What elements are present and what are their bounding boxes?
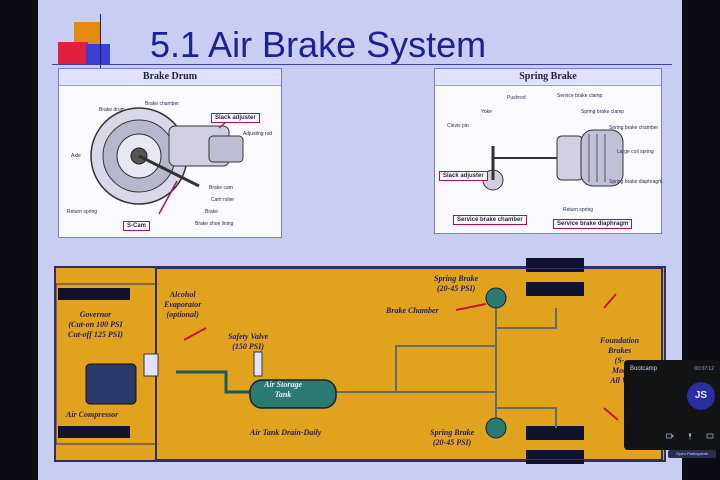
air-tank-drain-label: Air Tank Drain-Daily — [250, 428, 321, 438]
label-cam-roller: Cam roller — [211, 197, 234, 203]
air-storage-tank-label: Air Storage Tank — [264, 380, 302, 400]
presentation-slide: 5.1 Air Brake System Brake Drum Brake dr… — [38, 0, 682, 480]
label-yoke: Yoke — [481, 109, 492, 115]
label-spring-brake-diaphragm: Spring brake diaphragm — [609, 179, 662, 185]
label-s-cam: S-Cam — [123, 221, 150, 231]
logo-square-blue — [86, 44, 110, 64]
spring-brake-top-psi: (20-45 PSI) — [434, 284, 478, 294]
spring-brake-bottom-title: Spring Brake — [430, 428, 474, 438]
camera-icon[interactable] — [666, 432, 674, 440]
label-brake-cam: Brake cam — [209, 185, 233, 191]
spring-brake-panel: Spring Brake Pushrod Service brake clamp… — [434, 68, 662, 234]
label-pushrod: Pushrod — [507, 95, 526, 101]
video-tile-time: 00:07:12 — [695, 366, 714, 372]
label-return-spring-2: Return spring — [563, 207, 593, 213]
label-slack-adjuster: Slack adjuster — [211, 113, 260, 123]
spring-brake-top-label: Spring Brake (20-45 PSI) — [434, 274, 478, 294]
safety-valve-title: Safety Valve — [228, 332, 268, 342]
label-brake-drum: Brake drum — [99, 107, 125, 113]
brake-chamber-label: Brake Chamber — [386, 306, 439, 316]
label-adjusting-rod: Adjusting rod — [243, 131, 272, 137]
label-spring-brake-clamp: Spring brake clamp — [581, 109, 624, 115]
label-brake: Brake — [205, 209, 218, 215]
alcohol-line-3: (optional) — [164, 310, 201, 320]
label-spring-brake-chamber: Spring brake chamber — [609, 125, 658, 131]
tooltip: Open Participants — [668, 450, 716, 458]
governor-title: Governor — [68, 310, 123, 320]
alcohol-line-1: Alcohol — [164, 290, 201, 300]
safety-valve-psi: (150 PSI) — [228, 342, 268, 352]
logo-line-vertical — [100, 14, 101, 70]
more-options-icon[interactable] — [706, 432, 714, 440]
foundation-line-2: Brakes — [600, 346, 639, 356]
title-rule — [52, 64, 672, 65]
slide-title: 5.1 Air Brake System — [150, 24, 486, 66]
air-compressor-label: Air Compressor — [66, 410, 118, 420]
label-service-brake-diaphragm: Service brake diaphragm — [553, 219, 632, 229]
spring-brake-illustration — [435, 86, 661, 232]
governor-label: Governor (Cut-on 100 PSI Cut-off 125 PSI… — [68, 310, 123, 340]
logo-square-red — [58, 42, 88, 64]
foundation-line-1: Foundation — [600, 336, 639, 346]
label-slack-adjuster-2: Slack adjuster — [439, 171, 488, 181]
microphone-icon[interactable] — [686, 432, 694, 440]
avatar: JS — [687, 382, 715, 410]
label-brake-chamber: Brake chamber — [145, 101, 179, 107]
air-brake-system-diagram: Governor (Cut-on 100 PSI Cut-off 125 PSI… — [54, 266, 666, 462]
label-clevis-pin: Clevis pin — [447, 123, 469, 129]
air-storage-tank-line-1: Air Storage — [264, 380, 302, 390]
label-large-coil-spring: Large coil spring — [617, 149, 654, 155]
air-lines — [56, 268, 664, 460]
label-service-brake-clamp: Service brake clamp — [557, 93, 602, 99]
spring-brake-bottom-label: Spring Brake (20-45 PSI) — [430, 428, 474, 448]
spring-brake-bottom-psi: (20-45 PSI) — [430, 438, 474, 448]
alcohol-line-2: Evaporator — [164, 300, 201, 310]
spring-brake-top-title: Spring Brake — [434, 274, 478, 284]
label-service-brake-chamber: Service brake chamber — [453, 215, 527, 225]
air-storage-tank-line-2: Tank — [264, 390, 302, 400]
governor-cut-off: Cut-off 125 PSI) — [68, 330, 123, 340]
spring-brake-title: Spring Brake — [435, 69, 661, 86]
label-axle: Axle — [71, 153, 81, 159]
label-brake-shoe-lining: Brake shoe lining — [195, 221, 233, 227]
video-tile-name: Bootcamp — [630, 366, 657, 372]
safety-valve-label: Safety Valve (150 PSI) — [228, 332, 268, 352]
video-tile[interactable]: Bootcamp 00:07:12 JS — [624, 360, 720, 450]
governor-cut-on: (Cut-on 100 PSI — [68, 320, 123, 330]
label-return-spring: Return spring — [67, 209, 97, 215]
brake-drum-panel: Brake Drum Brake drum Brake chamber Slac… — [58, 68, 282, 238]
alcohol-evaporator-label: Alcohol Evaporator (optional) — [164, 290, 201, 320]
brake-drum-title: Brake Drum — [59, 69, 281, 86]
